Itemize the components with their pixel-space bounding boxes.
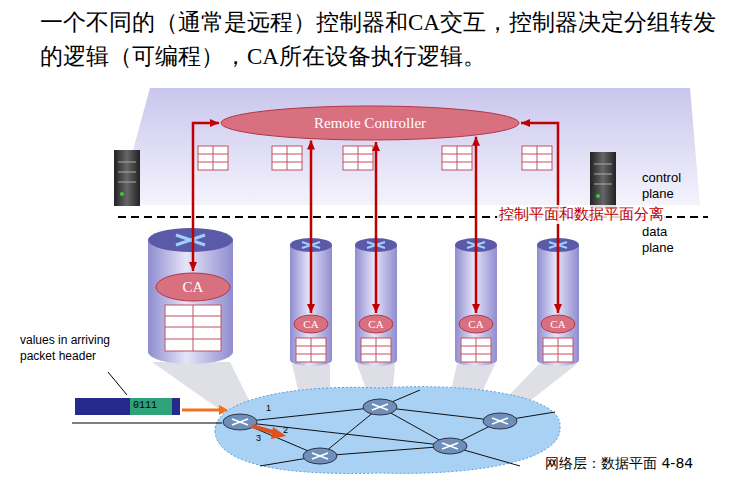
node-text: Remote Controller <box>314 115 426 132</box>
control-connector <box>193 123 219 271</box>
node-text: CA <box>303 318 318 330</box>
callout-note: values in arriving packet header <box>20 332 140 364</box>
agent-ellipse: CA <box>293 314 329 334</box>
ellipse-outline <box>221 106 519 140</box>
separation-note: 控制平面和数据平面分离 <box>497 205 666 224</box>
controller-ellipse: Remote Controller <box>220 105 520 141</box>
incoming-arrow-head <box>219 405 228 415</box>
title: 一个不同的（通常是远程）控制器和CA交互，控制器决定分组转发的逻辑（可编程），C… <box>40 6 730 74</box>
port-number: 3 <box>256 433 261 443</box>
port-number: 1 <box>266 403 271 413</box>
packet <box>75 398 180 415</box>
agent-ellipse: CA <box>540 314 576 334</box>
server-icon <box>590 152 616 208</box>
incoming-arrow <box>182 409 222 412</box>
ellipse-outline <box>541 315 575 333</box>
port-number: 2 <box>283 425 288 435</box>
control-connector <box>310 141 313 314</box>
agent-ellipse: CA <box>155 272 231 302</box>
leader-line <box>108 372 127 395</box>
node-text: CA <box>183 279 204 296</box>
plane-label: data plane <box>642 224 692 256</box>
node-text: CA <box>468 318 483 330</box>
control-connector <box>475 137 478 313</box>
header-value: 0111 <box>133 400 157 411</box>
network-cloud <box>215 387 560 474</box>
agent-ellipse: CA <box>358 314 394 334</box>
agent-ellipse: CA <box>458 314 494 334</box>
node-text: CA <box>368 318 383 330</box>
control-connector <box>375 142 378 313</box>
ellipse-outline <box>359 315 393 333</box>
router-cylinder <box>148 228 233 364</box>
ellipse-outline <box>459 315 493 333</box>
node-text: CA <box>550 318 565 330</box>
caption: 网络层：数据平面 4-84 <box>545 455 693 473</box>
router-icon <box>223 399 517 464</box>
ellipse-outline <box>294 315 328 333</box>
server-icon <box>114 150 140 206</box>
baseline <box>72 423 222 424</box>
plane-label: control plane <box>642 170 702 202</box>
network-link <box>240 390 555 466</box>
ellipse-outline <box>156 273 230 301</box>
